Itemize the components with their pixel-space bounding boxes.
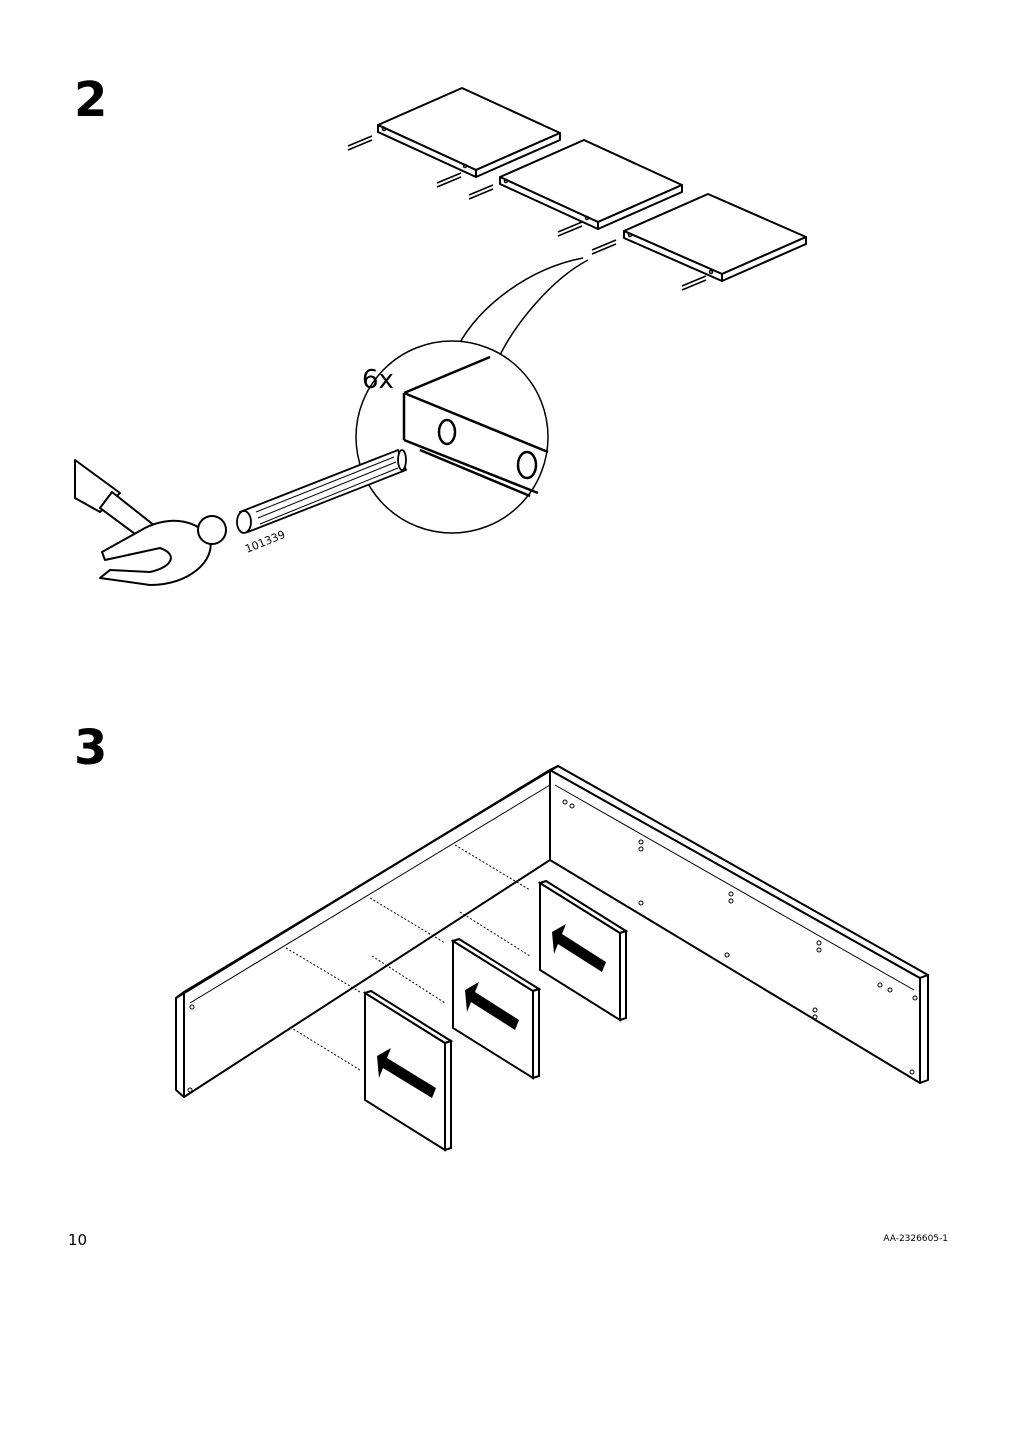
arrow-icon xyxy=(465,982,519,1030)
shelf-board xyxy=(377,87,561,178)
arrow-icon xyxy=(552,924,606,972)
dowel xyxy=(436,172,462,184)
divider-panel xyxy=(362,989,454,1152)
dowel xyxy=(468,184,494,196)
arrow-icon xyxy=(377,1048,436,1098)
step-2-number: 2 xyxy=(74,72,108,128)
page-number: 10 xyxy=(68,1231,88,1249)
dowel xyxy=(591,239,617,251)
dowel xyxy=(347,135,373,147)
divider-panel xyxy=(450,937,542,1080)
shelf-board xyxy=(499,139,683,230)
quantity-label: 6x xyxy=(362,365,394,395)
wooden-dowel-icon xyxy=(236,448,408,534)
hammer-icon xyxy=(74,459,227,586)
shelf-board xyxy=(623,193,807,282)
step-3-number: 3 xyxy=(74,720,108,776)
detail-callout xyxy=(355,340,549,534)
step-2-illustration: 6x 101339 xyxy=(74,87,807,586)
dowel xyxy=(681,275,707,287)
dowel xyxy=(557,221,583,233)
document-code: AA-2326605-1 xyxy=(883,1234,948,1244)
step-3-illustration xyxy=(175,765,929,1152)
divider-panel xyxy=(537,879,629,1022)
